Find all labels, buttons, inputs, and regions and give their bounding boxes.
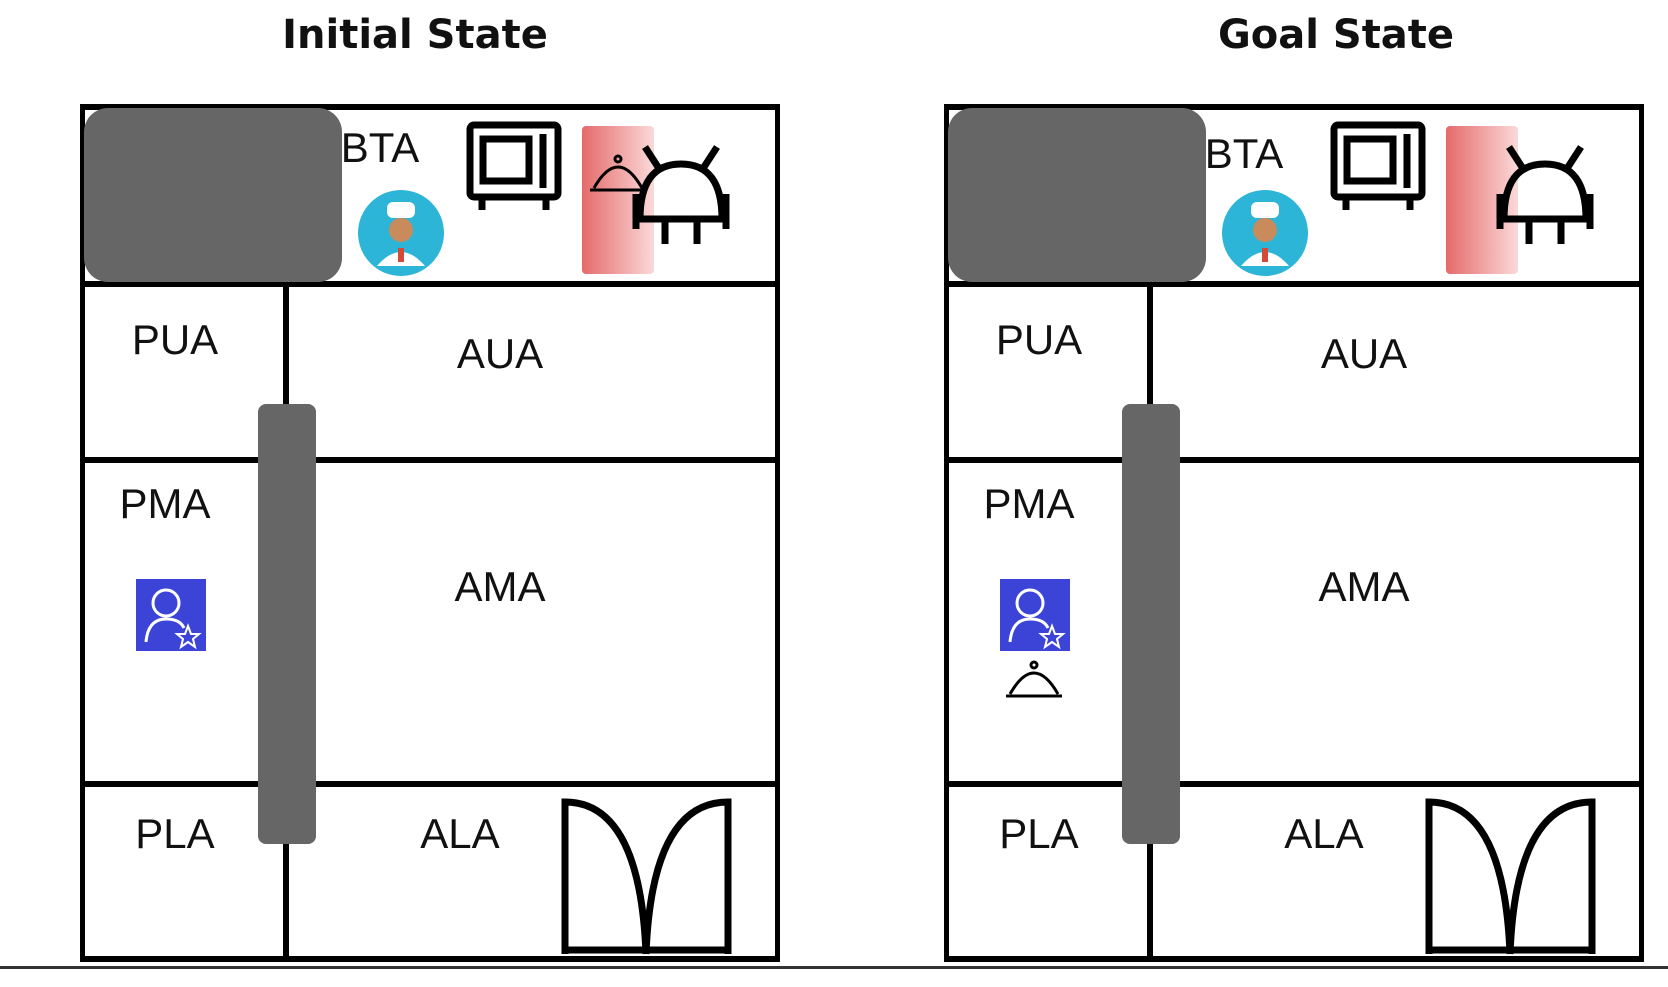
label-ama: AMA bbox=[454, 563, 546, 610]
microwave-icon bbox=[466, 121, 562, 210]
food-cloche-icon bbox=[1006, 660, 1062, 698]
label-bta: BTA bbox=[1204, 130, 1284, 177]
corridor-obstacle bbox=[258, 404, 316, 844]
bottom-rule bbox=[0, 966, 1668, 969]
label-pla: PLA bbox=[999, 810, 1079, 857]
label-ama: AMA bbox=[1318, 563, 1410, 610]
food-cloche-icon bbox=[590, 154, 646, 192]
counter bbox=[582, 126, 654, 274]
label-aua: AUA bbox=[1320, 330, 1408, 377]
label-ala: ALA bbox=[1284, 810, 1364, 857]
label-pua: PUA bbox=[995, 316, 1083, 363]
customer-icon bbox=[1000, 579, 1070, 651]
corridor-obstacle bbox=[1122, 404, 1180, 844]
customer-icon bbox=[136, 579, 206, 651]
label-pua: PUA bbox=[131, 316, 219, 363]
initial-state-title: Initial State bbox=[282, 12, 548, 58]
table-obstacle bbox=[948, 108, 1206, 282]
chef-icon bbox=[1222, 190, 1308, 276]
chef-icon bbox=[358, 190, 444, 276]
initial-state-panel: BTA PUA AUA PMA AMA PLA ALA bbox=[80, 104, 780, 964]
label-pma: PMA bbox=[983, 480, 1075, 527]
robot-icon bbox=[1496, 145, 1594, 244]
label-pla: PLA bbox=[135, 810, 215, 857]
label-ala: ALA bbox=[420, 810, 500, 857]
microwave-icon bbox=[1330, 121, 1426, 210]
initial-floor-plan bbox=[80, 104, 780, 962]
label-aua: AUA bbox=[456, 330, 544, 377]
table-obstacle bbox=[84, 108, 342, 282]
double-door-icon bbox=[561, 798, 732, 955]
goal-state-panel: BTA PUA AUA PMA AMA PLA ALA bbox=[944, 104, 1644, 964]
label-bta: BTA bbox=[340, 124, 420, 171]
outer-wall bbox=[944, 104, 1644, 962]
counter bbox=[1446, 126, 1518, 274]
robot-icon bbox=[632, 145, 730, 244]
goal-state-title: Goal State bbox=[1217, 12, 1455, 58]
label-pma: PMA bbox=[119, 480, 211, 527]
double-door-icon bbox=[1425, 798, 1596, 955]
goal-floor-plan bbox=[944, 104, 1644, 962]
outer-wall bbox=[80, 104, 780, 962]
